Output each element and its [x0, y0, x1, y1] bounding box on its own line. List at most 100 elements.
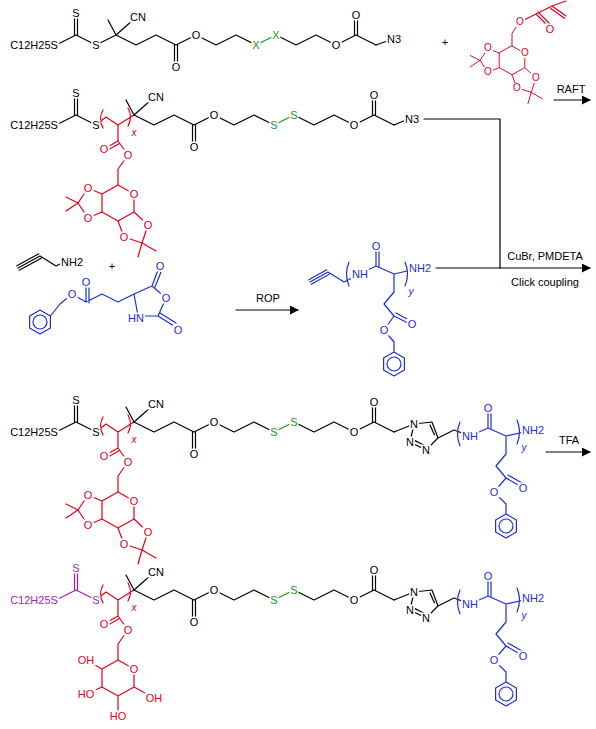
chem-label: O	[483, 571, 494, 582]
chem-label: O	[155, 261, 166, 272]
chem-label: CN	[129, 12, 147, 23]
chem-label: O	[369, 565, 380, 576]
chem-label: O	[129, 496, 140, 507]
chem-label: O	[483, 67, 493, 77]
chem-label: +	[108, 261, 116, 272]
chem-label: C12H25S	[9, 427, 59, 438]
chem-label: O	[545, 24, 556, 35]
pblg-structure	[309, 250, 420, 376]
chem-label: C12H25S	[9, 120, 59, 131]
chem-label: C12H25S	[9, 595, 59, 606]
chem-label: O	[161, 293, 172, 304]
chem-label: N	[405, 605, 415, 616]
chem-label: +	[441, 37, 449, 48]
chem-label: NH	[461, 599, 479, 610]
chem-label: O	[83, 520, 94, 531]
chem-label: O	[331, 40, 342, 51]
chem-label: O	[209, 417, 220, 428]
chem-label: O	[83, 183, 94, 194]
chem-label: Click coupling	[510, 277, 580, 288]
chem-label: S	[91, 40, 100, 51]
chem-label: x	[131, 435, 138, 445]
chem-label: NH2	[521, 425, 545, 436]
chem-label: S	[269, 120, 278, 131]
chem-label: O	[369, 90, 380, 101]
chem-label: O	[123, 150, 134, 161]
chem-label: N	[421, 613, 431, 624]
monomer-structure	[470, 1, 566, 104]
chem-label: O	[489, 655, 500, 666]
chem-label: CN	[147, 92, 165, 103]
chem-label: O	[518, 483, 529, 494]
chem-label: S	[289, 585, 298, 596]
chem-label: X	[271, 30, 280, 41]
chem-label: x	[131, 603, 138, 613]
chem-label: x	[131, 128, 138, 138]
chem-label: O	[369, 397, 380, 408]
chem-label: O	[483, 403, 494, 414]
chem-label: O	[189, 142, 200, 153]
chem-label: O	[483, 43, 493, 53]
chem-label: CN	[147, 399, 165, 410]
chem-label: O	[81, 277, 92, 288]
chem-label: HO	[77, 689, 96, 700]
chem-label: S	[269, 595, 278, 606]
chem-label: S	[71, 563, 80, 574]
chem-label: O	[518, 651, 529, 662]
chem-label: O	[209, 110, 220, 121]
chem-label: O	[129, 189, 140, 200]
chem-label: OH	[145, 693, 164, 704]
chem-label: O	[349, 595, 360, 606]
chem-label: O	[67, 289, 78, 300]
chem-label: O	[515, 17, 525, 27]
chem-label: N3	[386, 34, 402, 45]
chem-label: O	[123, 457, 134, 468]
chem-label: O	[143, 527, 154, 538]
chem-label: O	[129, 664, 140, 675]
chem-label: O	[189, 617, 200, 628]
chem-label: O	[123, 625, 134, 636]
chem-label: S	[91, 120, 100, 131]
chem-label: O	[171, 62, 182, 73]
chem-label: O	[119, 232, 130, 243]
chem-label: O	[99, 451, 110, 462]
chem-label: S	[289, 417, 298, 428]
chem-label: O	[379, 325, 390, 336]
chem-label: O	[99, 144, 110, 155]
chem-label: N	[409, 419, 419, 430]
cta-structure	[56, 18, 390, 63]
chem-label: y	[521, 611, 528, 621]
chem-label: O	[209, 585, 220, 596]
macro-cta-structure	[56, 98, 406, 257]
chem-label: N	[409, 587, 419, 598]
chem-label: O	[531, 73, 541, 83]
chem-label: CuBr, PMDETA	[506, 251, 584, 262]
chem-label: CN	[147, 567, 165, 578]
chem-label: O	[143, 220, 154, 231]
chem-label: y	[408, 287, 415, 297]
chem-label: S	[71, 395, 80, 406]
chem-label: O	[407, 319, 418, 330]
chem-label: ROP	[255, 293, 281, 304]
chem-label: NH	[461, 431, 479, 442]
chem-label: O	[349, 120, 360, 131]
chem-label: O	[173, 325, 184, 336]
chem-label: y	[521, 443, 528, 453]
chem-label: S	[71, 8, 80, 19]
chem-label: S	[269, 427, 278, 438]
chem-label: O	[119, 539, 130, 550]
chem-label: N	[421, 445, 431, 456]
chem-label: TFA	[558, 435, 580, 446]
propargylamine-structure	[17, 254, 62, 270]
chem-label: N	[405, 437, 415, 448]
deprotected-copolymer-structure	[56, 573, 533, 716]
block-copolymer-structure	[56, 405, 533, 564]
chem-label: O	[351, 10, 362, 21]
nca-structure	[30, 270, 176, 334]
chem-label: S	[91, 427, 100, 438]
chem-label: C12H25S	[9, 40, 59, 51]
chem-label: N3	[404, 114, 420, 125]
chem-label: O	[520, 48, 530, 58]
chem-label: RAFT	[556, 84, 587, 95]
